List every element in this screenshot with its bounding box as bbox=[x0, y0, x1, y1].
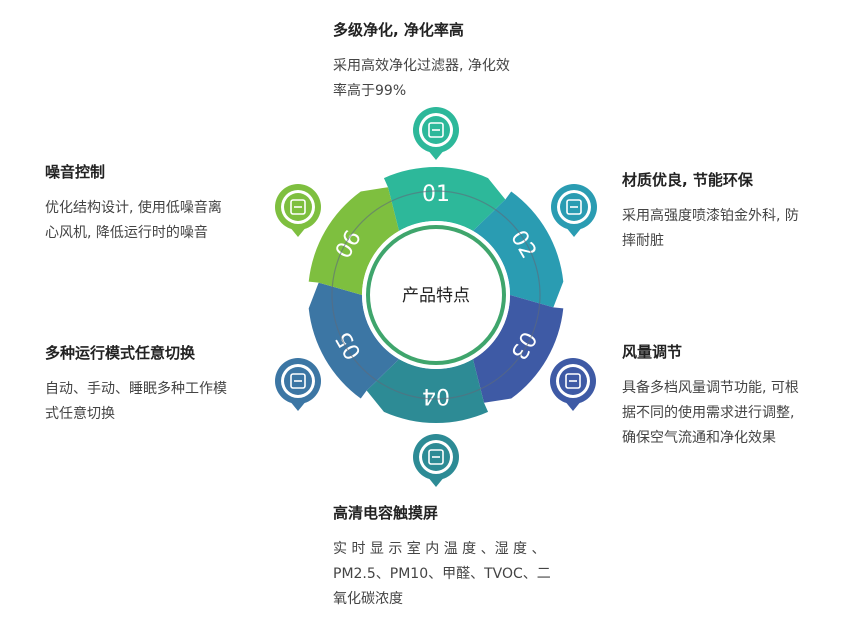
feature-desc-line: 自动、手动、睡眠多种工作模 bbox=[45, 381, 227, 397]
feature-desc-line: 式任意切换 bbox=[45, 406, 115, 422]
center-inner-ring bbox=[366, 225, 506, 365]
feature-desc-line: 摔耐脏 bbox=[622, 233, 664, 249]
ring-segment-01 bbox=[383, 166, 506, 231]
feature-desc-line: 心风机, 降低运行时的噪音 bbox=[45, 225, 208, 241]
feature-desc-line: 据不同的使用需求进行调整, bbox=[622, 405, 795, 421]
feature-title: 材质优良, 节能环保 bbox=[622, 171, 753, 189]
feature-title: 风量调节 bbox=[622, 343, 683, 361]
feature-02: 材质优良, 节能环保 采用高强度喷漆铂金外科, 防 摔耐脏 bbox=[622, 170, 854, 254]
ring-segment-06 bbox=[308, 187, 399, 295]
feature-title: 高清电容触摸屏 bbox=[333, 504, 439, 522]
air-vent-icon bbox=[550, 358, 596, 411]
feature-title: 噪音控制 bbox=[45, 163, 106, 181]
center-circle-bg bbox=[362, 221, 510, 369]
feature-desc-line: 率高于99% bbox=[333, 83, 407, 99]
feature-title: 多级净化, 净化率高 bbox=[333, 21, 464, 39]
feature-05: 多种运行模式任意切换 自动、手动、睡眠多种工作模 式任意切换 bbox=[45, 343, 270, 427]
feature-04: 高清电容触摸屏 实 时 显 示 室 内 温 度 、湿 度 、 PM2.5、PM1… bbox=[333, 503, 563, 612]
feature-desc-line: 实 时 显 示 室 内 温 度 、湿 度 、 bbox=[333, 541, 546, 557]
ring-segment-02 bbox=[473, 191, 564, 308]
feature-03: 风量调节 具备多档风量调节功能, 可根 据不同的使用需求进行调整, 确保空气流通… bbox=[622, 342, 854, 451]
fan-device-icon bbox=[275, 184, 321, 237]
feature-desc-line: PM2.5、PM10、甲醛、TVOC、二 bbox=[333, 566, 551, 582]
mode-panel-icon bbox=[275, 358, 321, 411]
ring-segment-05 bbox=[308, 282, 399, 399]
feature-01: 多级净化, 净化率高 采用高效净化过滤器, 净化效 率高于99% bbox=[333, 20, 553, 104]
feature-desc-line: 优化结构设计, 使用低噪音离 bbox=[45, 200, 222, 216]
segment-number-01: 01 bbox=[422, 182, 450, 207]
paint-roller-icon bbox=[551, 184, 597, 237]
center-label: 产品特点 bbox=[402, 286, 470, 306]
laptop-touch-icon bbox=[413, 434, 459, 487]
feature-title: 多种运行模式任意切换 bbox=[45, 344, 196, 362]
filter-icon bbox=[413, 107, 459, 160]
ring-segment-04 bbox=[366, 359, 489, 423]
feature-desc-line: 氧化碳浓度 bbox=[333, 591, 403, 607]
feature-desc-line: 确保空气流通和净化效果 bbox=[622, 430, 776, 446]
outer-thin-ring bbox=[331, 190, 541, 400]
icon-pins bbox=[275, 107, 597, 487]
ring-segment-03 bbox=[473, 295, 564, 403]
feature-06: 噪音控制 优化结构设计, 使用低噪音离 心风机, 降低运行时的噪音 bbox=[45, 162, 270, 246]
segment-number-04: 04 bbox=[422, 383, 450, 408]
feature-desc-line: 具备多档风量调节功能, 可根 bbox=[622, 380, 799, 396]
feature-desc-line: 采用高强度喷漆铂金外科, 防 bbox=[622, 208, 799, 224]
feature-desc-line: 采用高效净化过滤器, 净化效 bbox=[333, 58, 510, 74]
